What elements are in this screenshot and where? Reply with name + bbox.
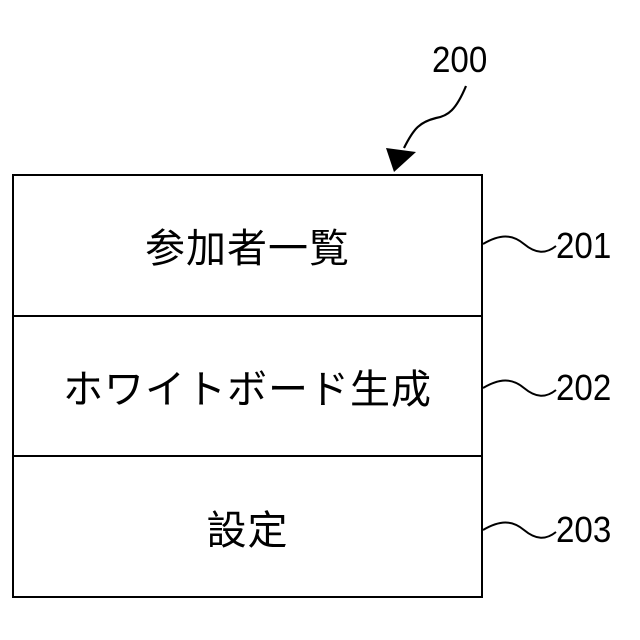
menu-item-settings[interactable]: 設定 [14, 455, 481, 596]
leader-line-201 [483, 237, 556, 252]
reference-label-main: 200 [432, 42, 487, 78]
menu-item-label: 設定 [207, 498, 289, 556]
leader-line-202 [483, 381, 556, 396]
pointer-arrowhead [386, 148, 416, 172]
reference-label-203: 203 [556, 512, 611, 548]
menu-item-participant-list[interactable]: 参加者一覧 [14, 176, 481, 315]
pointer-arrow-line [404, 86, 466, 148]
menu-item-whiteboard-create[interactable]: ホワイトボード生成 [14, 315, 481, 456]
leader-line-203 [483, 523, 556, 538]
menu-panel: 参加者一覧 ホワイトボード生成 設定 [12, 174, 483, 598]
reference-label-202: 202 [556, 370, 611, 406]
menu-item-label: 参加者一覧 [145, 216, 350, 274]
reference-label-201: 201 [556, 228, 611, 264]
menu-item-label: ホワイトボード生成 [63, 357, 432, 415]
